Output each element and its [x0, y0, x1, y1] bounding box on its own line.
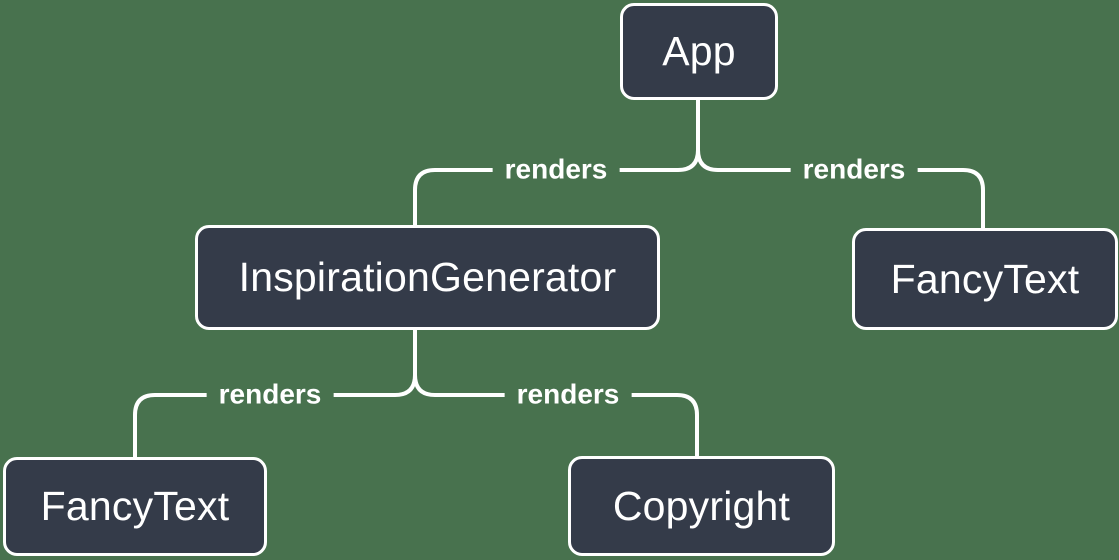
edge-label-renders-inspiration-generator-copyright: renders	[504, 377, 632, 413]
edge-label-renders-app-inspiration-generator: renders	[492, 152, 620, 188]
node-fancy-text-top: FancyText	[852, 228, 1118, 330]
node-inspiration-generator: InspirationGenerator	[195, 225, 660, 330]
edge-label-renders-inspiration-generator-fancy-text: renders	[206, 377, 334, 413]
node-fancy-text-bottom: FancyText	[3, 457, 267, 556]
node-copyright: Copyright	[568, 456, 835, 556]
node-app: App	[620, 3, 778, 100]
edge-label-renders-app-fancy-text: renders	[790, 152, 918, 188]
